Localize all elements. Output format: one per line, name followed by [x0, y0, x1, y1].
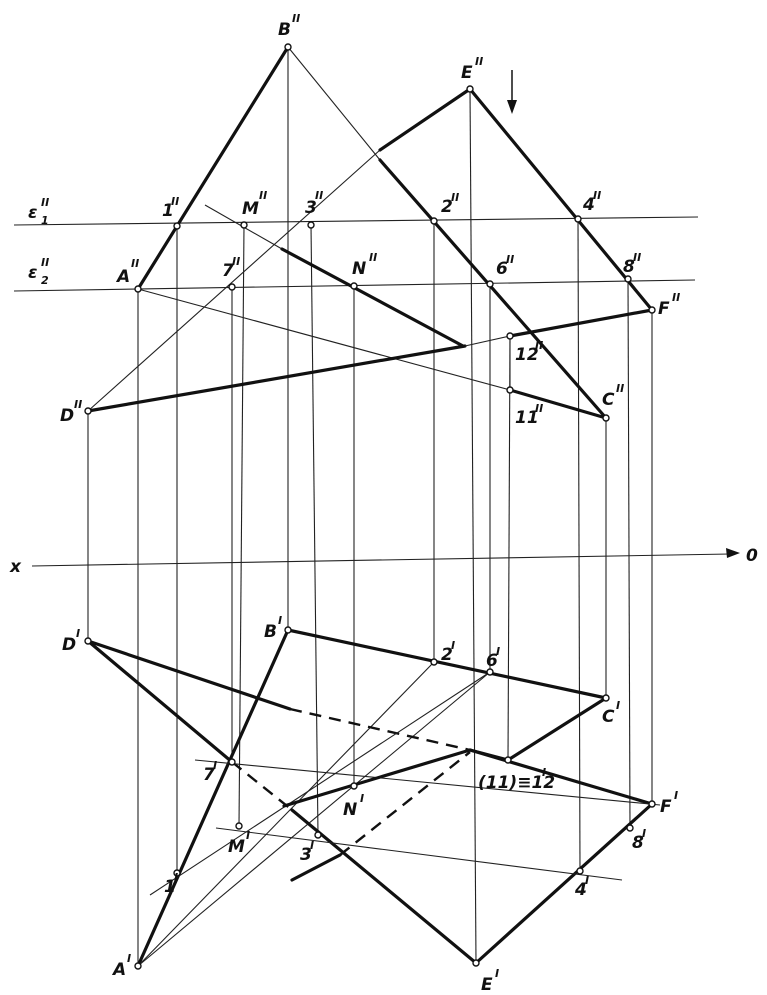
- edge-EF-frontal: [468, 87, 654, 312]
- svg-text:II: II: [633, 251, 641, 264]
- label-6-2: 6: [496, 259, 508, 279]
- label-1-1: 1: [164, 877, 176, 897]
- svg-text:I: I: [585, 874, 589, 887]
- eps2-label: ε: [28, 263, 37, 283]
- svg-text:II: II: [535, 339, 543, 352]
- svg-text:II: II: [451, 191, 459, 204]
- svg-text:I: I: [360, 792, 364, 805]
- svg-text:I: I: [174, 871, 178, 884]
- plane-labels: ε 1 II ε 2 II: [28, 196, 49, 287]
- line-MN-frontal: [280, 247, 465, 348]
- svg-text:I: I: [674, 789, 678, 802]
- edge-AB-horizontal: [136, 628, 290, 968]
- label-8-2: 8: [623, 257, 635, 277]
- projection-connectors: [87, 47, 653, 966]
- label-6-1: 6: [486, 651, 498, 671]
- svg-text:I: I: [213, 759, 217, 772]
- svg-text:II: II: [292, 12, 300, 25]
- svg-text:II: II: [535, 402, 543, 415]
- label-2-1: 2: [441, 645, 453, 665]
- label-3-2: 3: [305, 198, 317, 218]
- eps1-label: ε: [28, 203, 37, 223]
- point-markers: [84, 43, 656, 970]
- svg-text:II: II: [475, 55, 483, 68]
- svg-text:II: II: [616, 382, 624, 395]
- frontal-projection: [86, 45, 654, 420]
- label-N1: N: [343, 800, 357, 820]
- svg-text:I: I: [451, 639, 455, 652]
- edge-DF-horizontal-hidden: [289, 707, 471, 752]
- svg-text:I: I: [76, 627, 80, 640]
- frontal-labels: B II E II 1 II M II 3 II 2 II 4 II A II …: [60, 12, 680, 428]
- label-A1: A: [111, 960, 126, 980]
- svg-text:I: I: [542, 766, 546, 779]
- edge-AC-frontal: [137, 288, 511, 391]
- label-A2: A: [115, 267, 130, 287]
- edge-BC-horizontal: [286, 628, 608, 700]
- label-8-1: 8: [632, 833, 644, 853]
- svg-text:I: I: [127, 952, 131, 965]
- axis-labels: x 0: [9, 546, 758, 577]
- label-B1: B: [264, 622, 277, 642]
- label-B2: B: [278, 20, 291, 40]
- edge-DF-frontal-left: [86, 344, 467, 413]
- label-M2: M: [242, 199, 259, 219]
- label-N2: N: [352, 259, 366, 279]
- svg-text:I: I: [246, 829, 250, 842]
- eps1-sup: II: [41, 196, 49, 209]
- label-E2: E: [461, 63, 473, 83]
- label-4-2: 4: [582, 195, 595, 215]
- eps1-sub: 1: [41, 214, 49, 227]
- horizontal-projection: [86, 628, 661, 968]
- label-2-2: 2: [441, 197, 453, 217]
- label-E1: E: [481, 975, 493, 995]
- svg-text:II: II: [171, 195, 179, 208]
- svg-text:I: I: [616, 699, 620, 712]
- plane-eps1-trace: [13, 216, 699, 226]
- label-7-2: 7: [222, 261, 234, 281]
- edge-EF-horizontal: [474, 802, 654, 965]
- label-C1: C: [602, 707, 615, 727]
- svg-text:II: II: [369, 251, 377, 264]
- eps2-sub: 2: [41, 274, 49, 287]
- edge-AB-frontal: [136, 45, 290, 291]
- x-axis-label: x: [9, 557, 22, 577]
- svg-text:II: II: [672, 291, 680, 304]
- label-M1: M: [228, 837, 245, 857]
- svg-text:II: II: [259, 189, 267, 202]
- label-3-1: 3: [300, 845, 312, 865]
- svg-text:I: I: [642, 827, 646, 840]
- eps2-sup: II: [41, 256, 49, 269]
- svg-text:II: II: [506, 253, 514, 266]
- svg-text:I: I: [496, 645, 500, 658]
- svg-text:II: II: [315, 189, 323, 202]
- label-4-1: 4: [574, 880, 587, 900]
- label-D1: D: [62, 635, 76, 655]
- axis-end-label: 0: [746, 546, 758, 566]
- label-11-12-1: (11)≡12: [478, 773, 555, 793]
- x-axis: [31, 548, 740, 567]
- svg-text:II: II: [232, 255, 240, 268]
- svg-text:II: II: [74, 398, 82, 411]
- svg-text:I: I: [278, 614, 282, 627]
- label-F1: F: [660, 797, 672, 817]
- svg-text:I: I: [310, 839, 314, 852]
- svg-text:II: II: [593, 189, 601, 202]
- line-MN-horizontal: [282, 748, 472, 808]
- edge-DE-horizontal-a: [86, 639, 234, 764]
- svg-text:II: II: [131, 257, 139, 270]
- svg-text:I: I: [495, 967, 499, 980]
- horizontal-labels: D I B I 2 I 6 I C I 7 I (11)≡12 I N I F …: [62, 614, 678, 995]
- label-F2: F: [658, 299, 670, 319]
- label-C2: C: [602, 390, 615, 410]
- label-11-2: 11: [515, 408, 539, 428]
- label-D2: D: [60, 406, 74, 426]
- label-7-1: 7: [203, 765, 215, 785]
- label-12-2: 12: [515, 345, 539, 365]
- label-1-2: 1: [162, 201, 174, 221]
